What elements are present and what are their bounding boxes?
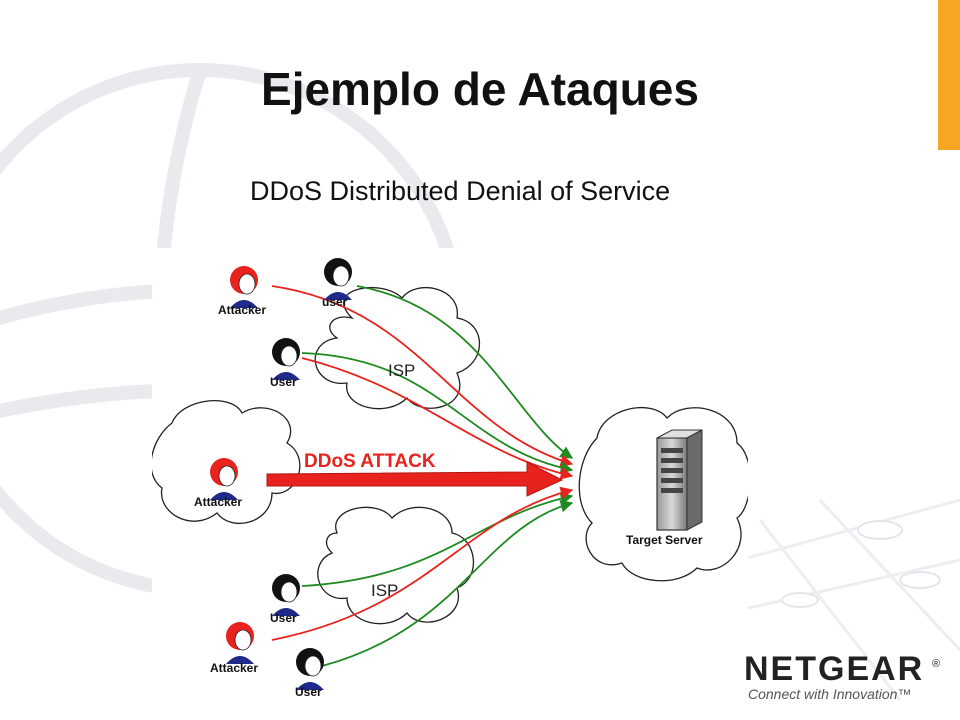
ddos-diagram: Attacker user User Attacker User Attacke…	[152, 248, 748, 704]
label-user-low: User	[270, 611, 297, 625]
attacker-icon	[230, 266, 258, 308]
label-attacker-bottom: Attacker	[210, 661, 258, 675]
user-icon	[324, 258, 352, 300]
label-user-bottom: User	[295, 685, 322, 699]
ddos-attack-banner: DDoS ATTACK	[304, 451, 436, 472]
logo-tagline: Connect with Innovation™	[748, 686, 912, 702]
label-user-mid: User	[270, 375, 297, 389]
link-user-mid	[301, 352, 574, 474]
ddos-diagram-canvas: Attacker user User Attacker User Attacke…	[152, 258, 748, 699]
attacker-icon	[210, 458, 238, 500]
label-user-top: user	[322, 295, 348, 309]
logo-wordmark: NETGEAR	[744, 650, 925, 688]
link-attacker-bottom	[271, 486, 574, 641]
isp-label-bottom: ISP	[371, 581, 398, 600]
link-user-low	[301, 492, 574, 587]
user-icon	[296, 648, 324, 690]
server-icon	[656, 429, 703, 531]
ddos-attack-arrow	[266, 461, 564, 497]
user-icon	[272, 338, 300, 380]
attacker-icon	[226, 622, 254, 664]
user-icon	[272, 574, 300, 616]
link-user-mid-b	[301, 357, 574, 480]
label-attacker-top: Attacker	[218, 303, 266, 317]
isp-cloud-bottom	[317, 506, 474, 625]
accent-bar	[938, 0, 960, 150]
netgear-logo: NETGEAR ® Connect with Innovation™	[744, 650, 944, 706]
target-server-label: Target Server	[626, 533, 703, 547]
isp-label-top: ISP	[388, 361, 415, 380]
label-attacker-center: Attacker	[194, 495, 242, 509]
slide-title: Ejemplo de Ataques	[261, 63, 699, 115]
logo-registered-mark: ®	[932, 658, 941, 670]
link-user-bottom	[321, 499, 574, 667]
slide-subtitle: DDoS Distributed Denial of Service	[250, 176, 671, 206]
link-user-top	[356, 285, 574, 459]
